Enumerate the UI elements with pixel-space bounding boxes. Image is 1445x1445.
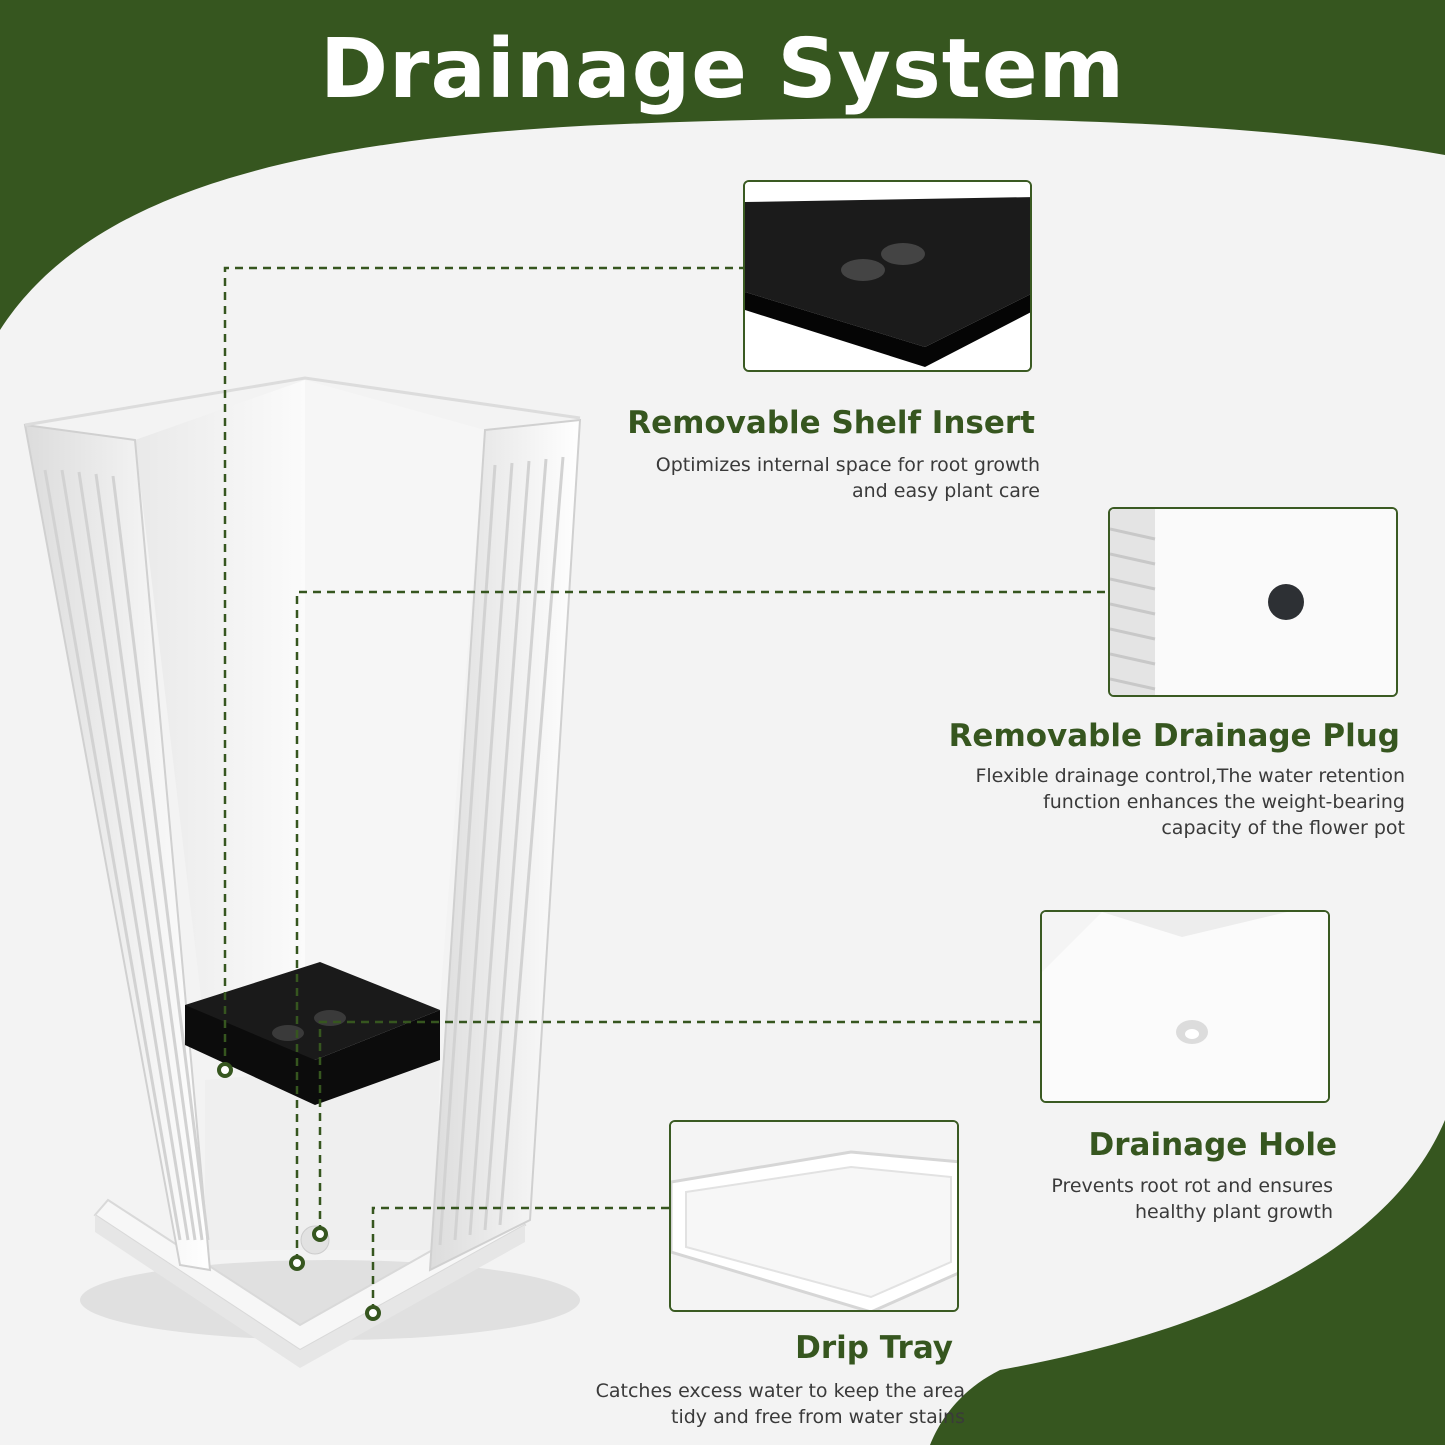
drip-tray-title: Drip Tray bbox=[795, 1330, 953, 1366]
drip-tray-image bbox=[671, 1122, 957, 1310]
page-title: Drainage System bbox=[319, 22, 1126, 117]
drainage-hole-description: Prevents root rot and ensures healthy pl… bbox=[1051, 1173, 1333, 1225]
shelf-insert-image bbox=[745, 182, 1030, 370]
right-wall-flutes bbox=[438, 456, 565, 1246]
marker-plug bbox=[289, 1255, 305, 1271]
pot-left-wall bbox=[23, 423, 212, 1272]
drainage-hole-title: Drainage Hole bbox=[1088, 1127, 1337, 1163]
drip-tray-desc-line: Catches excess water to keep the area bbox=[595, 1380, 965, 1402]
drip-tray-description: Catches excess water to keep the area ti… bbox=[596, 1378, 965, 1430]
drainage-plug-image bbox=[1110, 509, 1396, 695]
drip-tray-desc-line: tidy and free from water stains bbox=[671, 1406, 965, 1428]
connector-hole bbox=[318, 1020, 1042, 1233]
marker-tray bbox=[365, 1305, 381, 1321]
connector-shelf bbox=[223, 266, 744, 1070]
shelf-insert-front bbox=[185, 1005, 440, 1105]
shelf-insert-description: Optimizes internal space for root growth… bbox=[656, 452, 1040, 504]
drainage-hole-image bbox=[1042, 912, 1328, 1101]
bottom-right-green-wave bbox=[930, 1120, 1445, 1445]
shelf-insert-desc-line: and easy plant care bbox=[852, 480, 1040, 502]
drainage-plug-desc-line: Flexible drainage control,The water rete… bbox=[975, 765, 1405, 787]
left-wall-flutes bbox=[43, 469, 210, 1241]
connector-plug bbox=[295, 590, 1110, 1262]
shelf-insert-desc-line: Optimizes internal space for root growth bbox=[655, 454, 1040, 476]
connector-tray bbox=[371, 1206, 670, 1312]
pot-inner-bottom bbox=[205, 1060, 440, 1250]
shelf-insert-title: Removable Shelf Insert bbox=[627, 405, 1035, 441]
marker-hole bbox=[312, 1226, 328, 1242]
drainage-hole-desc-line: Prevents root rot and ensures bbox=[1051, 1175, 1333, 1197]
drainage-plug-description: Flexible drainage control,The water rete… bbox=[975, 763, 1405, 841]
shelf-insert-thumbnail bbox=[743, 180, 1032, 372]
drip-tray-thumbnail bbox=[669, 1120, 959, 1312]
marker-shelf bbox=[217, 1062, 233, 1078]
drainage-plug-thumbnail bbox=[1108, 507, 1398, 697]
pot-rim bbox=[24, 376, 581, 427]
top-green-wave bbox=[0, 0, 1445, 330]
pot-inner-back-left bbox=[135, 380, 305, 1030]
drainage-hole-desc-line: healthy plant growth bbox=[1134, 1201, 1333, 1223]
drainage-plug-desc-line: capacity of the flower pot bbox=[1161, 817, 1405, 839]
pot-inner-back-right bbox=[305, 380, 485, 1000]
drainage-plug-desc-line: function enhances the weight-bearing bbox=[1043, 791, 1405, 813]
drainage-hole-thumbnail bbox=[1040, 910, 1330, 1103]
drainage-plug-title: Removable Drainage Plug bbox=[948, 718, 1400, 754]
